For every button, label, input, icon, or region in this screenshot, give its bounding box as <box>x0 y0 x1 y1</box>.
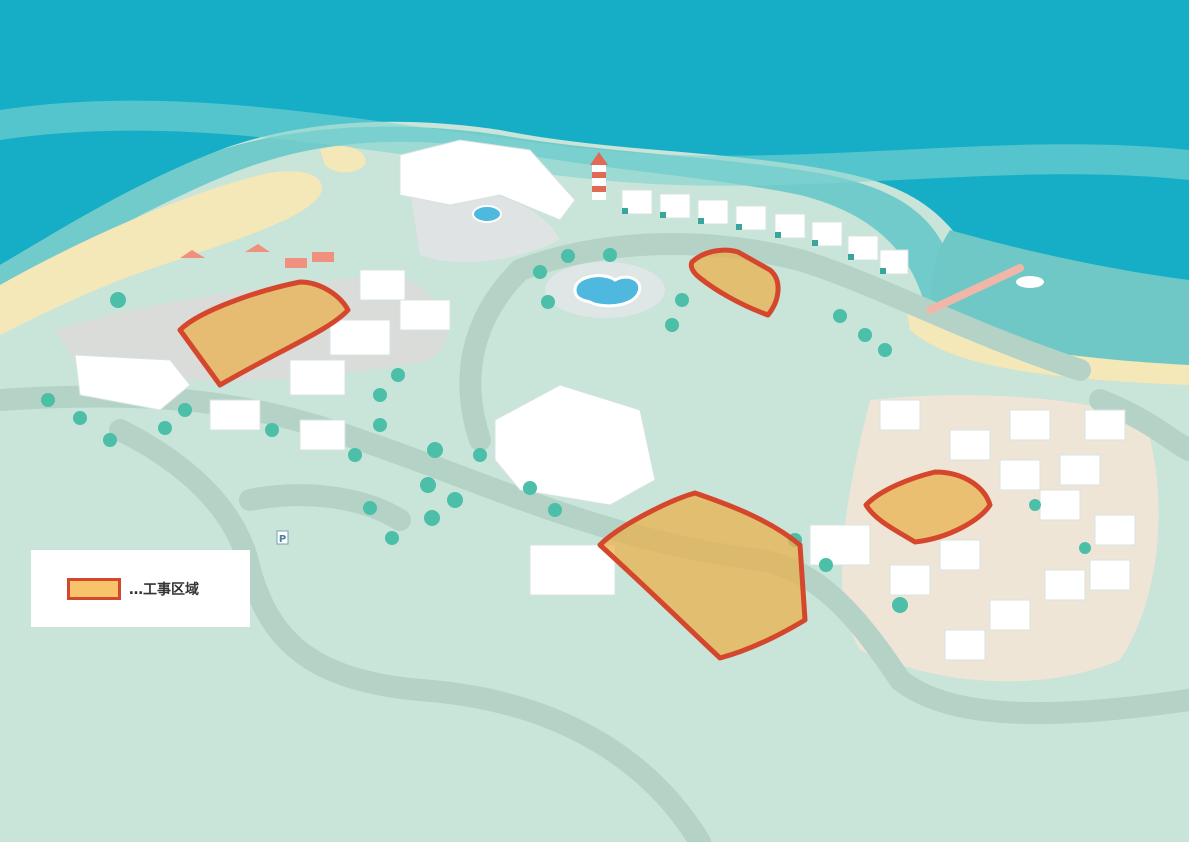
beach-north <box>320 145 366 173</box>
sea-wave <box>0 100 1189 186</box>
courtyard-ground <box>410 187 560 263</box>
lighthouse <box>590 152 608 200</box>
parking-sign <box>276 530 289 545</box>
beach-west <box>0 171 322 335</box>
boat <box>1016 276 1044 288</box>
construction-zone-north <box>688 247 781 318</box>
parking-sign-label: P <box>279 534 286 545</box>
construction-zone-south <box>597 490 808 661</box>
legend: …工事区域 <box>31 550 250 627</box>
construction-zone-east <box>863 469 993 545</box>
legend-swatch <box>67 577 121 600</box>
beach-parasols <box>180 244 334 268</box>
construction-zones <box>177 247 993 661</box>
courtyard-pool <box>472 205 502 223</box>
pool <box>573 274 642 308</box>
sea <box>0 0 1189 330</box>
beach-east <box>905 300 1189 385</box>
pier <box>926 264 1024 314</box>
cottage-accents <box>622 208 886 274</box>
buildings <box>74 139 1136 661</box>
construction-zone-west <box>177 279 351 388</box>
legend-label: …工事区域 <box>129 581 199 598</box>
